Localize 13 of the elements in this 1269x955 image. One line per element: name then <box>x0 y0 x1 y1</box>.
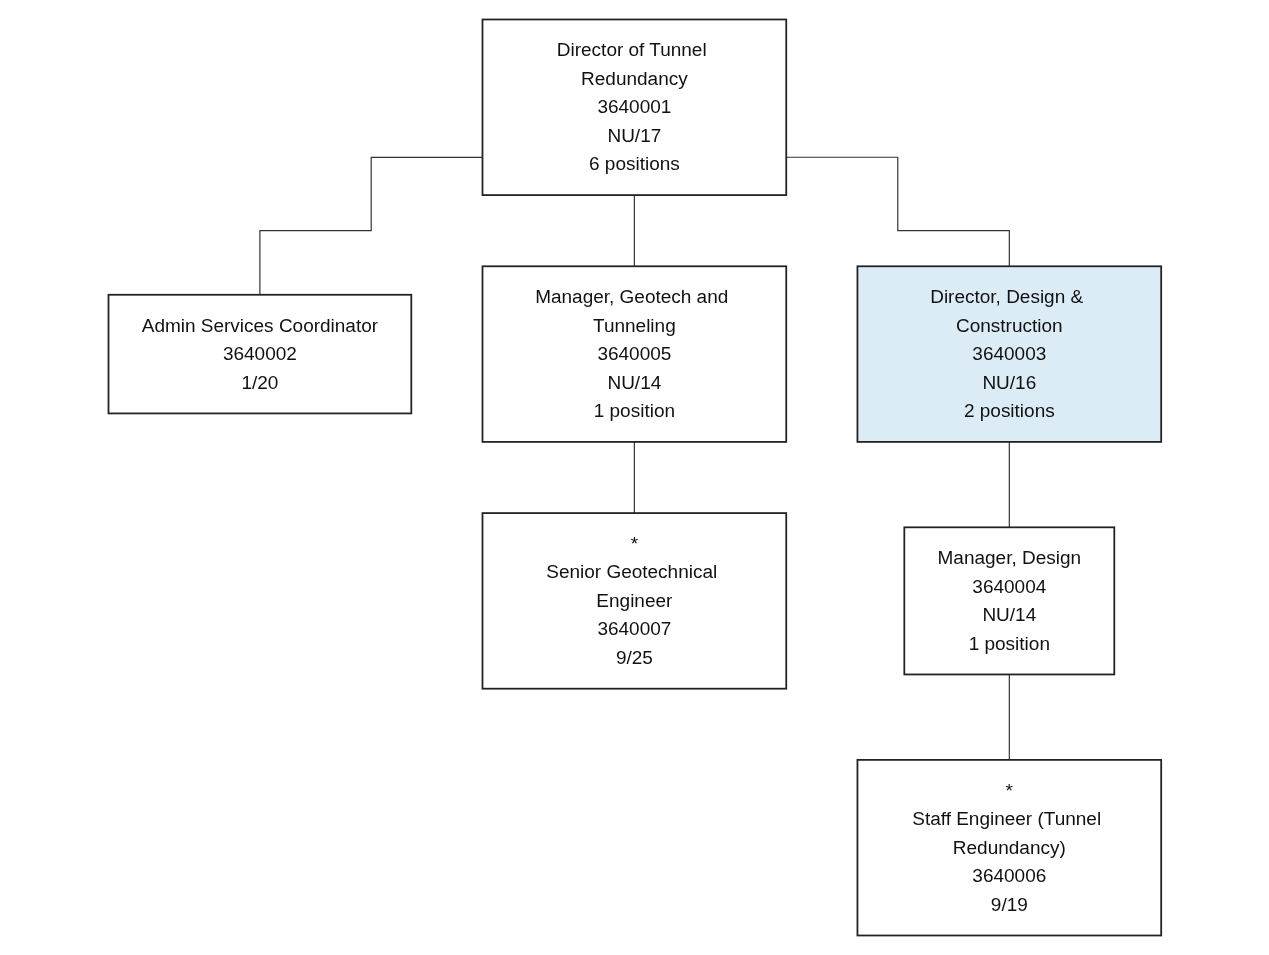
node-box: Manager, Geotech and Tunneling 3640005 NU/14 1 position <box>481 265 787 443</box>
node-box: Director of Tunnel Redundancy 3640001 NU/17 6 positions <box>481 18 787 196</box>
node-box: Admin Services Coordinator 3640002 1/20 <box>107 293 412 415</box>
connector <box>633 194 635 267</box>
node-box: * Senior Geotechnical Engineer 3640007 9/25 <box>481 512 787 690</box>
connector <box>1008 673 1010 761</box>
connector <box>258 156 483 296</box>
connector <box>785 156 1010 267</box>
connector <box>1008 441 1010 528</box>
connector <box>633 441 635 514</box>
node-box: Manager, Design 3640004 NU/14 1 position <box>903 526 1115 676</box>
node-box: * Staff Engineer (Tunnel Redundancy) 3640006 9/19 <box>856 759 1162 937</box>
node-box: Director, Design & Construction 3640003 NU/16 2 positions <box>856 265 1162 443</box>
